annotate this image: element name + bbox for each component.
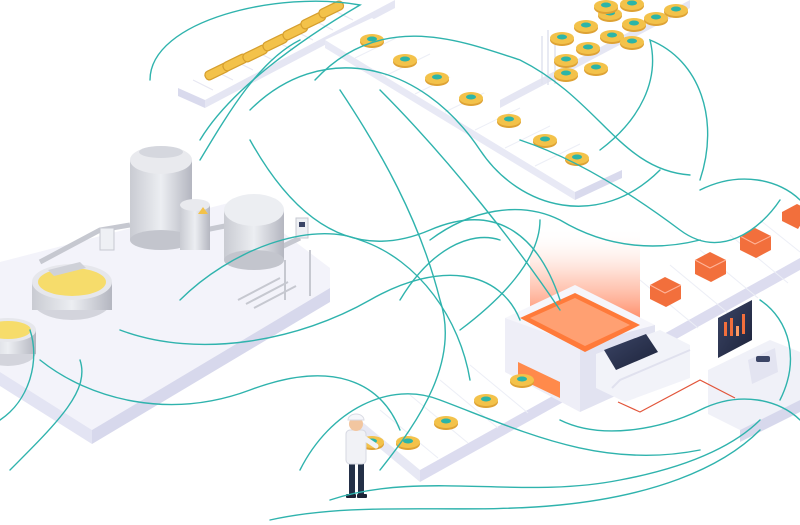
sensor-wire — [617, 379, 736, 413]
coin — [565, 152, 589, 166]
control-panels — [99, 217, 309, 251]
coin — [622, 18, 646, 32]
storage-tank-round — [224, 194, 284, 270]
mixing-tank-small — [180, 199, 210, 250]
coin — [620, 0, 644, 12]
coin — [664, 4, 688, 18]
coin — [644, 12, 668, 26]
coin — [459, 92, 483, 106]
coin — [474, 394, 498, 408]
coin — [550, 32, 574, 46]
service-stairs — [237, 250, 311, 309]
coin — [425, 72, 449, 86]
coin — [510, 374, 534, 388]
coin — [620, 36, 644, 50]
coin — [584, 62, 608, 76]
analytics-monitor — [708, 300, 800, 442]
coin — [396, 436, 420, 450]
coin — [554, 68, 578, 82]
line-operator — [345, 413, 379, 498]
cheese-rolls — [204, 0, 345, 81]
coin — [533, 134, 557, 148]
coin — [600, 30, 624, 44]
coin — [434, 416, 458, 430]
coin — [574, 20, 598, 34]
coin — [554, 54, 578, 68]
cheese-vat-large — [32, 262, 112, 320]
coin — [576, 42, 600, 56]
cheese-vat-small — [0, 318, 36, 366]
coin — [497, 114, 521, 128]
coin — [393, 54, 417, 68]
coin — [594, 0, 618, 14]
packages — [649, 204, 800, 307]
oven-control-unit — [596, 330, 691, 402]
coin-products — [360, 0, 688, 450]
